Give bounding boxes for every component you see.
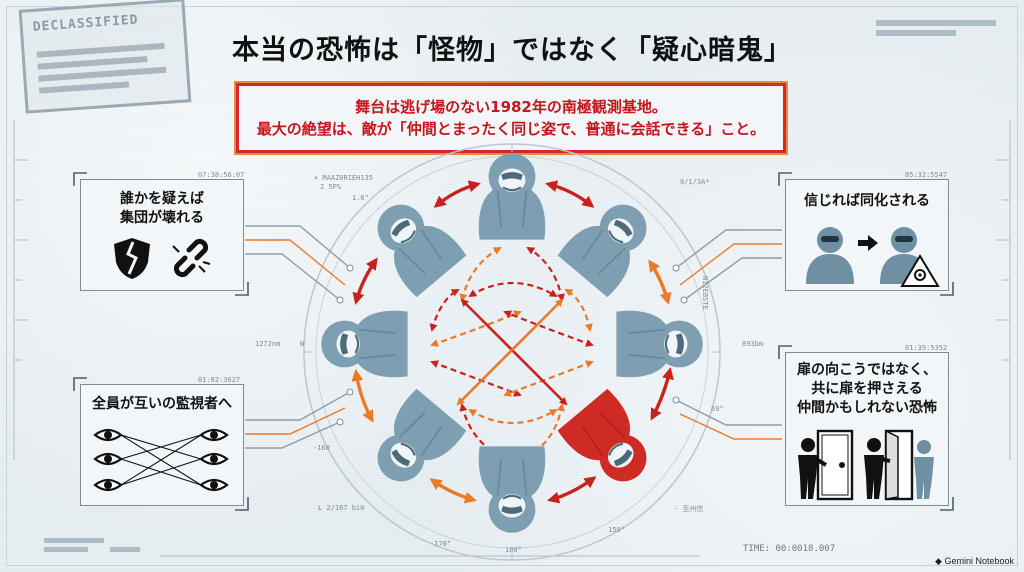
ring-arrow bbox=[545, 180, 595, 208]
readout-label: 893bm bbox=[742, 340, 764, 348]
biohazard-icon bbox=[900, 254, 940, 287]
panel-title-line: 扉の向こうではなく、 bbox=[797, 362, 937, 378]
connector-line bbox=[679, 413, 782, 440]
readout-label: - 至州信 bbox=[674, 505, 704, 513]
person-icon bbox=[798, 438, 828, 499]
readout-label: 69° bbox=[711, 405, 724, 413]
person-icon bbox=[806, 227, 854, 284]
readout-label: 1.6" bbox=[352, 194, 369, 202]
connector-node bbox=[672, 264, 680, 272]
connector-line bbox=[675, 229, 782, 269]
readout-label: -160 bbox=[313, 444, 330, 452]
connector-node bbox=[336, 418, 344, 426]
panel-title: 誰かを疑えば 集団が壊れる bbox=[81, 190, 243, 228]
suspicion-arrow bbox=[526, 246, 565, 302]
connector-line bbox=[245, 239, 346, 286]
door-illustration bbox=[798, 429, 934, 501]
readout-label: 150° bbox=[608, 526, 625, 534]
ring-arrow bbox=[648, 259, 672, 305]
suspicion-arrow bbox=[459, 247, 502, 302]
readout-label: L 2/167 bi0 bbox=[318, 504, 365, 512]
eye-icon bbox=[199, 452, 229, 466]
suspicion-arrow bbox=[526, 403, 565, 457]
outer-frame bbox=[6, 6, 1018, 566]
eye-icon bbox=[199, 478, 229, 492]
ring-arrow bbox=[547, 476, 597, 504]
cross-arrow bbox=[456, 298, 564, 406]
person-icon bbox=[864, 438, 891, 499]
panel-group-breaks: 誰かを疑えば 集団が壊れる bbox=[80, 179, 244, 291]
subtitle-box: 舞台は逃げ場のない1982年の南極観測基地。 最大の絶望は、敵が「仲間とまったく… bbox=[236, 83, 786, 153]
brand-label: ◆ Gemini Notebook bbox=[935, 556, 1014, 567]
readout-label: 2 5P% bbox=[320, 183, 342, 191]
watching-eyes bbox=[93, 428, 229, 492]
ring-arrow bbox=[433, 180, 481, 208]
person-icon bbox=[914, 440, 934, 499]
connector-line bbox=[675, 399, 782, 426]
broken-chain-icon bbox=[172, 238, 211, 278]
connector-line bbox=[245, 421, 341, 449]
eye-icon bbox=[93, 428, 123, 442]
readout-label: × MAAZ0RIEH135 bbox=[314, 174, 374, 182]
panel-title-line: 集団が壊れる bbox=[120, 210, 204, 226]
connector-line bbox=[245, 407, 346, 435]
connector-line bbox=[683, 257, 782, 301]
ring-arrow bbox=[352, 257, 378, 305]
panel-stamp: 07:38:56:07 bbox=[198, 171, 245, 179]
time-readout: TIME: 00:0018.007 bbox=[743, 544, 836, 554]
sparkle-icon: ◆ bbox=[935, 556, 942, 566]
connector-node bbox=[336, 296, 344, 304]
connector-line bbox=[245, 225, 351, 269]
readout-label: W bbox=[300, 340, 305, 348]
panel-stamp: 01:39:5352 bbox=[905, 344, 948, 352]
readout-label: 1272nm bbox=[255, 340, 281, 348]
eye-icon bbox=[93, 452, 123, 466]
suspicion-arrow bbox=[459, 403, 502, 457]
panel-title: 全員が互いの監視者へ bbox=[92, 396, 232, 412]
subtitle-line-2: 最大の絶望は、敵が「仲間とまったく同じ姿で、普通に会話できる」こと。 bbox=[256, 120, 766, 138]
panel-mutual-watch: 全員が互いの監視者へ bbox=[80, 384, 244, 506]
ring-arrow bbox=[650, 367, 674, 421]
connector-line bbox=[245, 253, 341, 301]
panel-stamp: 05:32:5547 bbox=[905, 171, 948, 179]
brand-text: Gemini Notebook bbox=[944, 556, 1014, 566]
panel-door-fear: 扉の向こうではなく、 共に扉を押さえる 仲間かもしれない恐怖 bbox=[785, 352, 949, 506]
readout-label: 180° bbox=[505, 546, 522, 554]
readout-label: -170° bbox=[430, 540, 452, 548]
connector-node bbox=[680, 296, 688, 304]
eye-icon bbox=[199, 428, 229, 442]
ring-arrow bbox=[429, 478, 477, 504]
panel-title-line: 誰かを疑えば bbox=[120, 191, 204, 207]
readout-label: 0/1/3A* bbox=[680, 178, 710, 186]
connector-line bbox=[679, 243, 782, 286]
broken-shield-icon bbox=[114, 238, 150, 279]
panel-title: 信じれば同化される bbox=[804, 193, 930, 209]
panel-title-line: 仲間かもしれない恐怖 bbox=[797, 400, 937, 416]
panel-stamp: 01:82:3627 bbox=[198, 376, 241, 384]
arrow-right-icon bbox=[858, 235, 878, 251]
assimilation-illustration bbox=[806, 227, 940, 287]
page-title: 本当の恐怖は「怪物」ではなく「疑心暗鬼」 bbox=[232, 35, 792, 66]
eye-icon bbox=[93, 478, 123, 492]
panel-title: 扉の向こうではなく、 共に扉を押さえる 仲間かもしれない恐怖 bbox=[786, 361, 948, 418]
subtitle-line-1: 舞台は逃げ場のない1982年の南極観測基地。 bbox=[355, 98, 667, 116]
panel-assimilated: 信じれば同化される bbox=[785, 179, 949, 291]
connector-line bbox=[245, 391, 351, 421]
door-icon bbox=[884, 429, 914, 501]
panel-title-line: 共に扉を押さえる bbox=[811, 381, 923, 397]
ring-arrow bbox=[351, 369, 374, 423]
